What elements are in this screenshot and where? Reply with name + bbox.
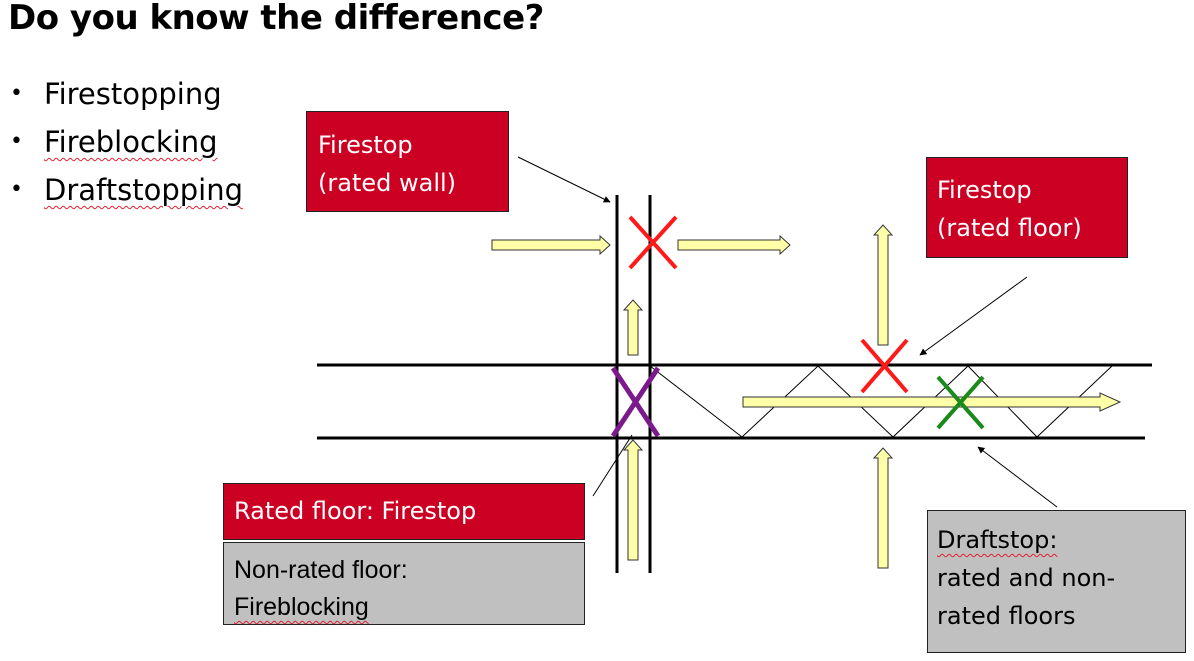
bullet-icon: • xyxy=(10,81,23,106)
bullet-label: Fireblocking xyxy=(44,125,218,159)
label-nonrated-line2: Fireblocking xyxy=(234,593,369,621)
bullet-list: • Firestopping • Fireblocking • Draftstoppi… xyxy=(10,70,243,214)
bullet-item-firestopping: • Firestopping xyxy=(10,70,243,118)
leader-line-floor xyxy=(919,276,1028,356)
arrow-right-icon xyxy=(677,234,791,256)
bullet-icon: • xyxy=(10,177,23,202)
bullet-label: Draftstopping xyxy=(44,173,243,207)
arrow-up-icon xyxy=(622,299,644,356)
label-draftstop: Draftstop: rated and non- rated floors xyxy=(927,510,1186,653)
floor-truss xyxy=(649,365,1113,438)
leader-line-wall xyxy=(517,156,611,203)
bullet-item-fireblocking: • Fireblocking xyxy=(10,118,243,166)
arrow-up-icon xyxy=(622,439,644,561)
label-rated-floor: Rated floor: Firestop xyxy=(223,483,585,540)
label-firestop-floor-line1: Firestop xyxy=(937,176,1032,204)
label-nonrated-floor: Non-rated floor: Fireblocking xyxy=(223,542,585,625)
x-mark-floor-icon xyxy=(860,338,909,394)
label-firestop-floor: Firestop (rated floor) xyxy=(926,157,1128,258)
label-rated-floor-text: Rated floor: Firestop xyxy=(234,497,477,525)
label-firestop-wall-line1: Firestop xyxy=(318,131,413,159)
airflow-arrows xyxy=(491,224,1122,569)
label-draftstop-line3: rated floors xyxy=(937,602,1076,630)
bullet-label: Firestopping xyxy=(44,77,222,111)
leader-line-draftstop xyxy=(977,446,1058,508)
label-firestop-floor-line2: (rated floor) xyxy=(937,214,1082,242)
page-title: Do you know the difference? xyxy=(8,0,544,38)
x-mark-draftstop-icon xyxy=(936,375,985,430)
label-nonrated-line1: Non-rated floor: xyxy=(234,556,408,584)
arrow-right-icon xyxy=(491,234,611,256)
arrow-up-icon xyxy=(872,447,894,569)
x-mark-fireblock-icon xyxy=(610,366,661,438)
bullet-icon: • xyxy=(10,129,23,154)
leader-line-fireblock xyxy=(592,434,633,497)
label-draftstop-line1: Draftstop: xyxy=(937,526,1058,554)
label-firestop-wall: Firestop (rated wall) xyxy=(306,111,509,212)
label-firestop-wall-line2: (rated wall) xyxy=(318,169,457,197)
arrow-up-icon xyxy=(872,224,894,346)
label-draftstop-line2: rated and non- xyxy=(937,564,1116,592)
arrow-right-icon xyxy=(742,392,1122,412)
x-mark-wall-icon xyxy=(628,215,678,270)
bullet-item-draftstopping: • Draftstopping xyxy=(10,166,243,214)
